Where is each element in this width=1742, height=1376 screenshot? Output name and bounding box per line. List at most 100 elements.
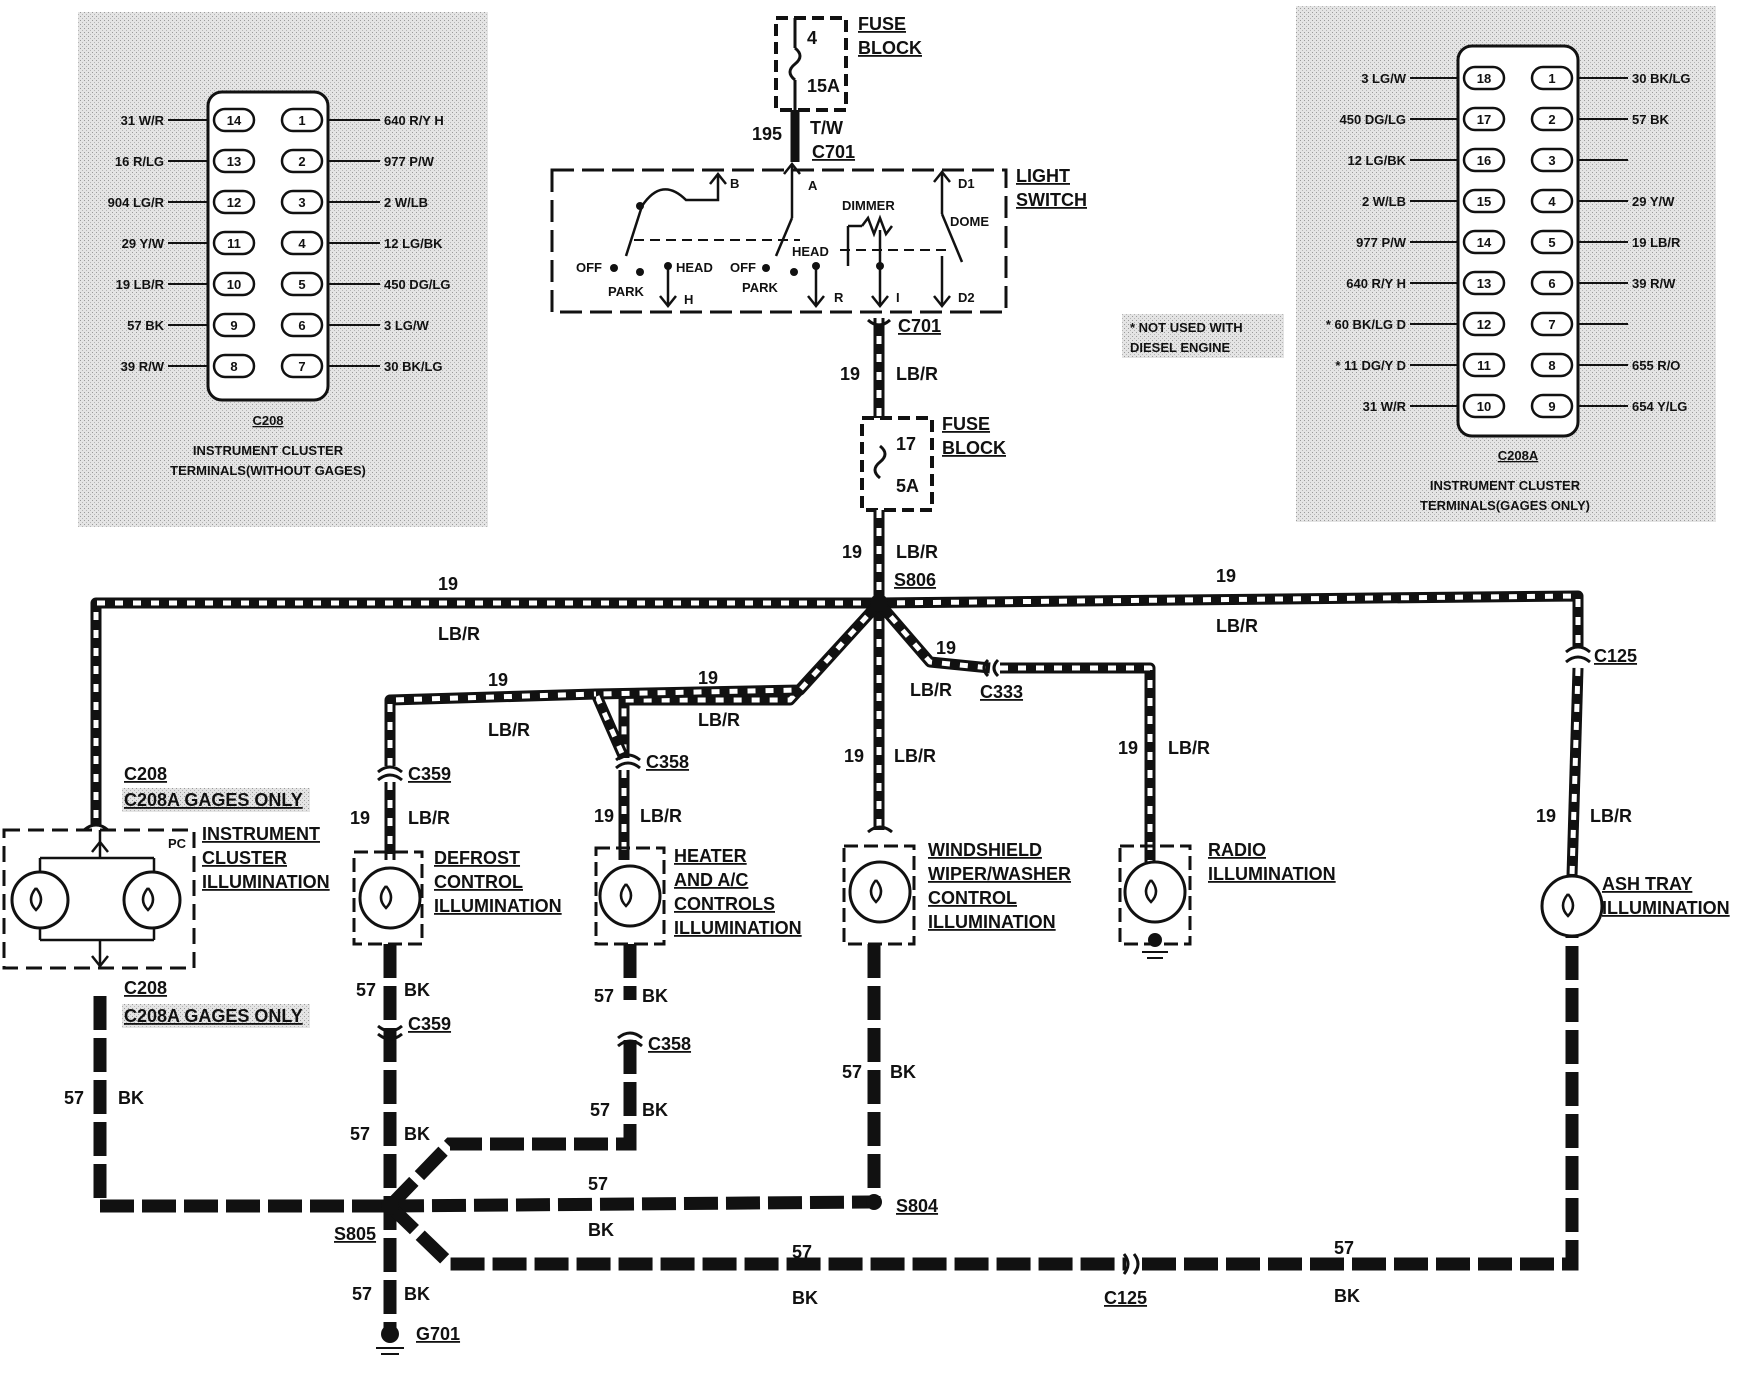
pin-wire-right: 39 R/W xyxy=(1632,276,1676,291)
gnd-label: 57 xyxy=(792,1242,812,1262)
gnd-label: BK xyxy=(404,1124,430,1144)
feed-wire-color: T/W xyxy=(810,118,843,138)
left-top-color: LB/R xyxy=(438,624,480,644)
pin-wire-left: 39 R/W xyxy=(121,359,165,374)
gnd-label: 57 xyxy=(350,1124,370,1144)
pin-number-left: 14 xyxy=(227,113,242,128)
wiper-color: LB/R xyxy=(894,746,936,766)
terminal-i: I xyxy=(896,290,900,305)
pin-cell xyxy=(280,353,324,379)
light-switch: LIGHT SWITCH A B OFF HEAD PARK H OFF HEA… xyxy=(550,161,1087,314)
fuse-rating: 15A xyxy=(807,76,840,96)
cluster-label-1: INSTRUMENT xyxy=(202,824,320,844)
terminal-d1: D1 xyxy=(958,176,975,191)
pin-wire-left: 450 DG/LG xyxy=(1340,112,1406,127)
pin-wire-left: 640 R/Y H xyxy=(1346,276,1406,291)
left-head: HEAD xyxy=(676,260,713,275)
pin-number-left: 18 xyxy=(1477,71,1491,86)
right-top-color: LB/R xyxy=(1216,616,1258,636)
pin-number-right: 6 xyxy=(298,318,305,333)
radio-illumination: 19 LB/R RADIO ILLUMINATION xyxy=(1118,738,1336,959)
left-park: PARK xyxy=(608,284,644,299)
gnd-label: BK xyxy=(588,1220,614,1240)
radio-color: LB/R xyxy=(1168,738,1210,758)
c125-top-connector: C125 xyxy=(1594,646,1637,666)
pin-row: 16 3 12 LG/BK xyxy=(1347,147,1628,173)
lbr-wire-stripe xyxy=(593,601,881,760)
gnd-label: BK xyxy=(404,1284,430,1304)
pin-wire-left: 12 LG/BK xyxy=(1347,153,1406,168)
c208-bottom: C208 xyxy=(124,978,167,998)
pin-cell xyxy=(1530,229,1574,255)
fuse-title-line1: FUSE xyxy=(942,414,990,434)
pin-cell xyxy=(1530,311,1574,337)
pin-wire-right: 3 LG/W xyxy=(384,318,430,333)
splice-s805: S805 xyxy=(334,1224,376,1244)
pin-number-right: 8 xyxy=(1548,358,1555,373)
pin-number-left: 16 xyxy=(1477,153,1491,168)
heater-label-2: AND A/C xyxy=(674,870,748,890)
pin-cell xyxy=(280,107,324,133)
fuse-circuit: 4 xyxy=(807,28,817,48)
gnd-label: 57 xyxy=(590,1100,610,1120)
pin-number-right: 6 xyxy=(1548,276,1555,291)
heater-label-4: ILLUMINATION xyxy=(674,918,802,938)
cluster-label-2: CLUSTER xyxy=(202,848,287,868)
pin-wire-left: * 11 DG/Y D xyxy=(1335,358,1406,373)
pin-cell xyxy=(1530,393,1574,419)
switch-out-connector: C701 xyxy=(898,316,941,336)
gnd-label: 57 xyxy=(588,1174,608,1194)
splice-s806: S806 xyxy=(894,570,936,590)
ground-wires xyxy=(93,936,1579,1330)
defrost-branch-number: 19 xyxy=(488,670,508,690)
wiper-label-4: ILLUMINATION xyxy=(928,912,1056,932)
pin-cell xyxy=(212,107,256,133)
heater-label-3: CONTROLS xyxy=(674,894,775,914)
pin-cell xyxy=(280,312,324,338)
left-off: OFF xyxy=(576,260,602,275)
gnd-label: 57 xyxy=(352,1284,372,1304)
gnd-label: 57 xyxy=(594,986,614,1006)
pin-number-left: 12 xyxy=(1477,317,1491,332)
lbr-wire xyxy=(590,599,884,761)
terminal-a: A xyxy=(808,178,818,193)
lbr-wire xyxy=(878,590,1584,648)
pin-number-left: 14 xyxy=(1477,235,1492,250)
pin-cell xyxy=(212,148,256,174)
fuse-title-line2: BLOCK xyxy=(858,38,922,58)
top-fuse-block: 4 15A FUSE BLOCK xyxy=(774,14,922,112)
pin-wire-left: 31 W/R xyxy=(121,113,165,128)
pin-wire-right: 12 LG/BK xyxy=(384,236,443,251)
note-line1: * NOT USED WITH xyxy=(1130,320,1243,335)
terminal-d2: D2 xyxy=(958,290,975,305)
pin-cell xyxy=(1462,188,1506,214)
splice-s806-dot xyxy=(870,594,888,612)
gnd-label: BK xyxy=(1334,1286,1360,1306)
defrost-number: 19 xyxy=(350,808,370,828)
right-top-number: 19 xyxy=(1216,566,1236,586)
pin-number-right: 2 xyxy=(298,154,305,169)
gnd-label: 57 xyxy=(842,1062,862,1082)
pin-number-left: 9 xyxy=(230,318,237,333)
defrost-illumination: C359 19 LB/R DEFROST CONTROL ILLUMINATIO… xyxy=(350,764,562,946)
fuse-element xyxy=(788,46,802,82)
pin-number-right: 3 xyxy=(1548,153,1555,168)
lbr-wire xyxy=(1566,667,1584,877)
pin-number-right: 3 xyxy=(298,195,305,210)
cluster-label-3: ILLUMINATION xyxy=(202,872,330,892)
heater-color: LB/R xyxy=(640,806,682,826)
terminal-r: R xyxy=(834,290,844,305)
ground-connectors xyxy=(377,1024,1140,1275)
switch-title-line2: SWITCH xyxy=(1016,190,1087,210)
pin-cell xyxy=(1462,393,1506,419)
pin-number-left: 11 xyxy=(1477,358,1491,373)
ashtray-color: LB/R xyxy=(1590,806,1632,826)
pin-wire-left: 3 LG/W xyxy=(1361,71,1407,86)
gnd-label: 57 xyxy=(1334,1238,1354,1258)
note-line2: DIESEL ENGINE xyxy=(1130,340,1231,355)
ground-g701: G701 xyxy=(416,1324,460,1344)
gnd-label: 57 xyxy=(64,1088,84,1108)
